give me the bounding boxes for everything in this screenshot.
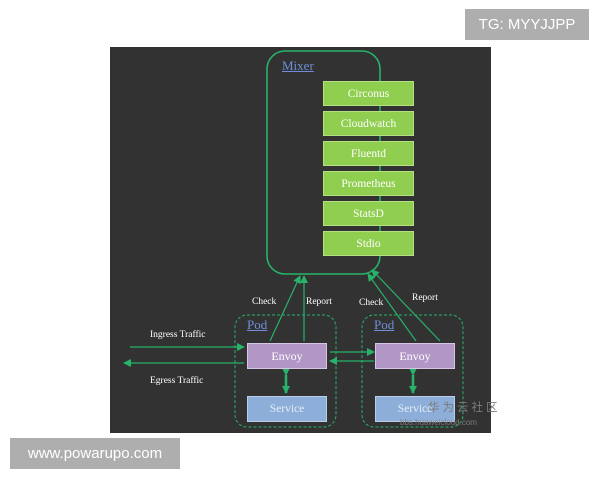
backend-statsd: StatsD (323, 201, 414, 226)
ingress-traffic-label: Ingress Traffic (150, 330, 206, 340)
website-tag: www.powarupo.com (10, 438, 180, 469)
istio-mixer-diagram: Mixer Circonus Cloudwatch Fluentd Promet… (110, 47, 498, 433)
envoy-proxy-right: Envoy (375, 343, 455, 369)
backend-prometheus: Prometheus (323, 171, 414, 196)
backend-cloudwatch: Cloudwatch (323, 111, 414, 136)
pod-title-right: Pod (374, 317, 395, 332)
envoy-proxy-left: Envoy (247, 343, 327, 369)
report-label-left: Report (306, 297, 332, 307)
check-label-right: Check (359, 298, 384, 308)
backend-fluentd: Fluentd (323, 141, 414, 166)
service-right: Service (375, 396, 455, 422)
pod-container-right (361, 314, 464, 428)
huawei-cloud-watermark-logo: 华为云社区 (428, 402, 501, 414)
backend-stdio: Stdio (323, 231, 414, 256)
arrow-check-left (269, 275, 301, 342)
arrow-check-right (367, 273, 417, 342)
pod-title-left: Pod (247, 317, 268, 332)
report-label-right: Report (412, 293, 438, 303)
egress-traffic-label: Egress Traffic (150, 376, 204, 386)
arrow-report-right (371, 269, 441, 342)
service-left: Service (247, 396, 327, 422)
connector-layer (123, 50, 464, 428)
mixer-title: Mixer (282, 58, 314, 73)
backend-circonus: Circonus (323, 81, 414, 106)
huawei-cloud-watermark-url: bbs.huaweicloud.com (400, 418, 477, 427)
telegram-tag: TG: MYYJJPP (465, 9, 589, 40)
pod-container-left (234, 314, 337, 428)
check-label-left: Check (252, 297, 277, 307)
